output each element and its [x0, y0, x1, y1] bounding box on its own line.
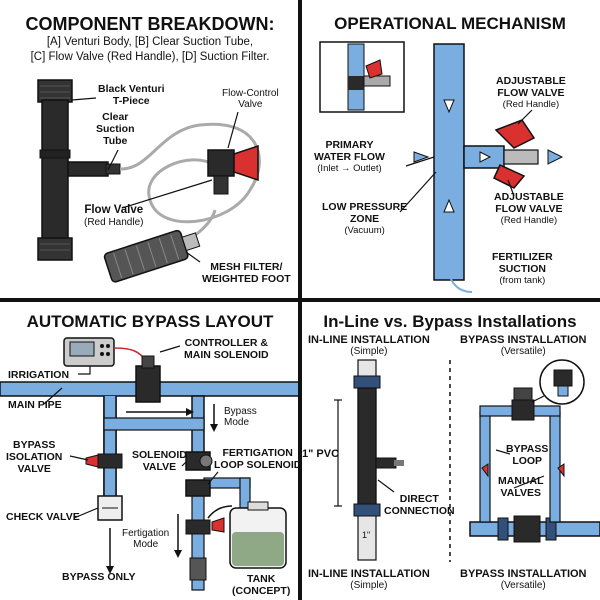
- panel-component-breakdown: COMPONENT BREAKDOWN: [A] Venturi Body, […: [0, 0, 300, 300]
- label-check-valve: CHECK VALVE: [6, 511, 80, 523]
- label-flow-valve: Flow Valve(Red Handle): [84, 204, 144, 228]
- venturi-body: [37, 79, 121, 261]
- mesh-filter: [103, 229, 201, 283]
- label-irrigation: IRRIGATION: [8, 369, 70, 381]
- inset-detail: [319, 41, 405, 113]
- controller-box: [63, 337, 115, 367]
- label-mesh-filter: MESH FILTER/WEIGHTED FOOT: [202, 261, 291, 285]
- main-pipe-horizontal: [0, 355, 300, 403]
- check-valve: [97, 495, 123, 521]
- fertilizer-tank: [229, 501, 287, 569]
- panel2-title: OPERATIONAL MECHANISM: [334, 14, 566, 33]
- label-bypass-only: BYPASS ONLY: [62, 571, 136, 583]
- label-controller: CONTROLLER &MAIN SOLENOID: [184, 337, 269, 361]
- solenoid-valve: [185, 451, 213, 471]
- bypass-isolation-valve: [85, 453, 123, 469]
- panel1-subtitle-2: [C] Flow Valve (Red Handle), [D] Suction…: [30, 51, 270, 63]
- label-main-pipe: MAIN PIPE: [8, 399, 62, 411]
- bypass-heading: BYPASS INSTALLATION(Versatile): [460, 334, 587, 358]
- label-pvc: 1" PVC: [302, 448, 340, 460]
- label-tank: TANK(CONCEPT): [232, 573, 291, 597]
- horizontal-divider: [0, 298, 600, 302]
- inline-footer: IN-LINE INSTALLATION(Simple): [308, 568, 430, 592]
- bypass-assembly: [469, 359, 600, 543]
- installations-drawing: [334, 359, 600, 562]
- operational-mechanism-drawing: [319, 41, 564, 293]
- inline-assembly: [353, 359, 404, 561]
- component-breakdown-drawing: [37, 79, 261, 283]
- panel-installations: In-Line vs. Bypass Installations IN-LINE…: [300, 300, 600, 600]
- automatic-bypass-drawing: [0, 337, 300, 591]
- main-pipe: [433, 43, 539, 281]
- fertigation-loop: [185, 477, 251, 581]
- flow-control-valve: [207, 144, 259, 195]
- panel4-title: In-Line vs. Bypass Installations: [323, 312, 577, 331]
- panel3-title: AUTOMATIC BYPASS LAYOUT: [26, 312, 274, 331]
- panel-automatic-bypass: AUTOMATIC BYPASS LAYOUT CONTROLLER &MAIN…: [0, 300, 300, 600]
- bypass-footer: BYPASS INSTALLATION(Versatile): [460, 568, 587, 592]
- pipe-size-mark: 1": [362, 530, 371, 540]
- panel1-title: COMPONENT BREAKDOWN:: [25, 14, 275, 34]
- panel1-subtitle-1: [A] Venturi Body, [B] Clear Suction Tube…: [46, 36, 254, 48]
- inline-heading: IN-LINE INSTALLATION(Simple): [308, 334, 430, 358]
